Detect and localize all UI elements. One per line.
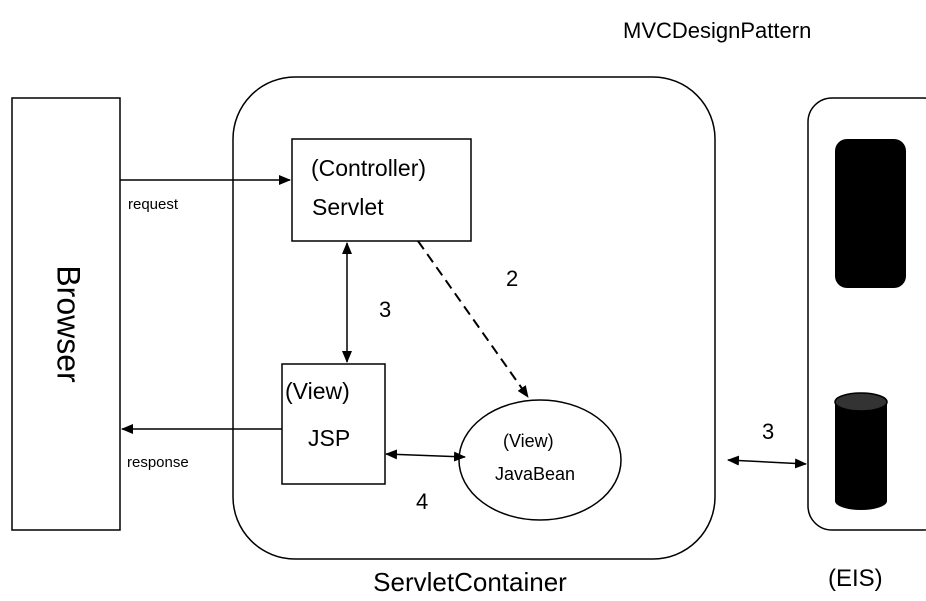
response-label: response bbox=[127, 454, 189, 471]
javabean-eis-step: 3 bbox=[762, 419, 774, 444]
servlet-container-label: ServletContainer bbox=[373, 567, 567, 597]
browser-box bbox=[11, 97, 121, 531]
servlet-javabean-arrow bbox=[417, 240, 529, 398]
javabean-ellipse bbox=[458, 399, 622, 521]
database-icon bbox=[834, 392, 888, 510]
jsp-javabean-arrow bbox=[385, 449, 466, 462]
browser-label: Browser bbox=[51, 265, 87, 383]
jsp-view-label: (View) bbox=[285, 378, 350, 404]
servlet-jsp-step: 3 bbox=[379, 297, 391, 322]
javabean-eis-arrow bbox=[727, 455, 807, 469]
diagram-title: MVCDesignPattern bbox=[623, 18, 811, 43]
controller-servlet-box bbox=[291, 138, 472, 242]
servlet-container bbox=[232, 76, 716, 560]
jsp-label: JSP bbox=[308, 425, 350, 451]
controller-label: (Controller) bbox=[311, 155, 426, 181]
servlet-label: Servlet bbox=[312, 194, 384, 220]
jsp-box bbox=[281, 363, 386, 485]
request-label: request bbox=[128, 196, 179, 213]
jsp-javabean-step: 4 bbox=[416, 489, 428, 514]
eis-label: (EIS) bbox=[828, 565, 883, 592]
eis-block bbox=[835, 139, 906, 288]
servlet-javabean-step: 2 bbox=[506, 266, 518, 291]
javabean-label: JavaBean bbox=[495, 464, 575, 484]
javabean-view-label: (View) bbox=[503, 431, 554, 451]
